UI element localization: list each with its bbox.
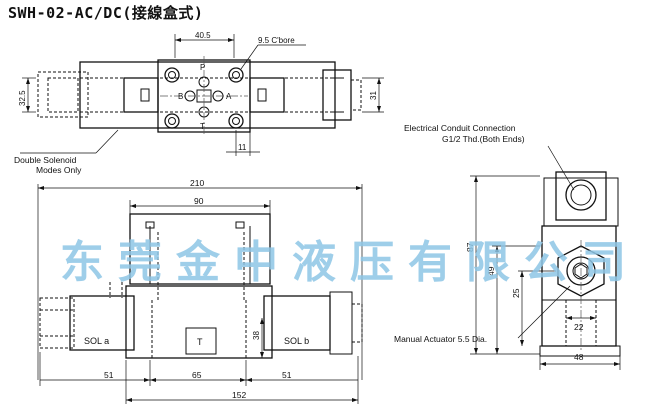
top-right-connector-cap xyxy=(350,79,362,111)
bolt-hole-icon xyxy=(164,113,180,129)
front-left-coil xyxy=(69,295,135,351)
sol-b-label: SOL b xyxy=(284,336,309,346)
front-right-connector xyxy=(329,291,353,355)
solenoid-note-line1: Double Solenoid xyxy=(14,155,77,165)
bolt-hole-icon xyxy=(228,67,244,83)
front-port-t-label: T xyxy=(197,337,203,347)
top-coil-window-left xyxy=(140,88,150,102)
drawing-title: SWH-02-AC/DC(接線盒式) xyxy=(8,4,204,22)
dim-22: 22 xyxy=(574,322,584,332)
dim-38: 38 xyxy=(252,331,261,340)
bolt-hole-icon xyxy=(228,113,244,129)
dim-152: 152 xyxy=(232,390,246,400)
port-t-label: T xyxy=(200,122,205,131)
port-a-label: A xyxy=(226,92,232,101)
watermark: 东莞金中液压有限公司 xyxy=(60,237,640,288)
bore-note: 9.5 C'bore xyxy=(258,36,295,45)
side-view: Electrical Conduit Connection G1/2 Thd.(… xyxy=(394,123,621,370)
front-port-t-box xyxy=(185,327,217,355)
bolt-hole-icon xyxy=(164,67,180,83)
top-left-solenoid-inner xyxy=(47,77,79,113)
front-view: 210 90 T SOL a SOL b xyxy=(37,178,363,404)
port-p-label: P xyxy=(200,63,205,72)
conduit-port-icon xyxy=(565,179,597,211)
dim-51-left: 51 xyxy=(104,370,114,380)
top-coil-right xyxy=(249,77,285,113)
side-conduit-block xyxy=(555,171,607,221)
conduit-note-line2: G1/2 Thd.(Both Ends) xyxy=(442,134,525,144)
front-top-plate xyxy=(129,213,271,285)
dim-210: 210 xyxy=(190,178,204,188)
dim-32-5: 32.5 xyxy=(18,90,27,106)
dim-90: 90 xyxy=(194,196,204,206)
front-left-solenoid-dashed xyxy=(39,297,75,349)
dim-48: 48 xyxy=(574,352,584,362)
solenoid-note-line2: Modes Only xyxy=(36,165,82,175)
dim-51-right: 51 xyxy=(282,370,292,380)
front-center-body xyxy=(125,285,273,359)
dim-65: 65 xyxy=(192,370,202,380)
actuator-note: Manual Actuator 5.5 Dia. xyxy=(394,334,487,344)
top-view: P T B A 40.5 9.5 C'bore 32.5 31 11 xyxy=(14,31,384,175)
port-b-label: B xyxy=(178,92,183,101)
sol-a-label: SOL a xyxy=(84,336,109,346)
dim-25: 25 xyxy=(511,288,521,298)
dim-49: 49 xyxy=(486,266,496,276)
dim-40-5: 40.5 xyxy=(195,31,211,40)
top-coil-window-right xyxy=(257,88,267,102)
dim-11: 11 xyxy=(238,143,247,152)
dim-31: 31 xyxy=(369,91,378,100)
top-left-solenoid-outline xyxy=(37,71,89,118)
conduit-note-line1: Electrical Conduit Connection xyxy=(404,123,516,133)
top-body xyxy=(79,61,336,129)
dim-87: 87 xyxy=(465,242,475,252)
